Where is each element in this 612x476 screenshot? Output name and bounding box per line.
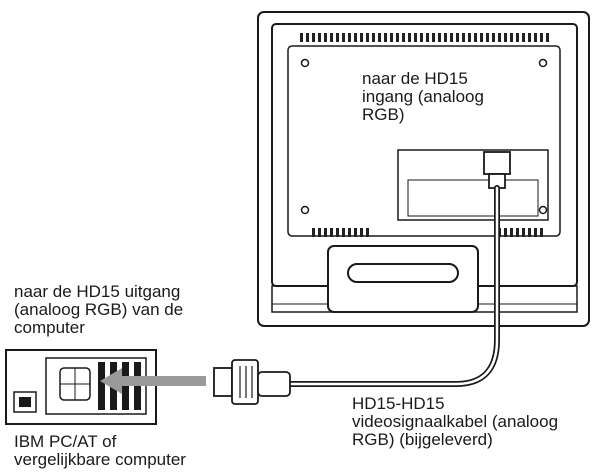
screw-bottom-right	[538, 205, 548, 215]
monitor-cable-connector	[483, 151, 511, 189]
cable-label: HD15-HD15 videosignaalkabel (analoog RGB…	[352, 394, 559, 449]
monitor-vents-top	[300, 33, 549, 42]
screw-top-right	[538, 58, 548, 68]
connector-panel	[397, 149, 549, 221]
monitor-back-panel	[287, 45, 561, 237]
screw-top-left	[300, 58, 310, 68]
stand-handle	[347, 263, 459, 283]
computer-output-label: naar de HD15 uitgang (analoog RGB) van d…	[14, 282, 184, 337]
screw-bottom-left	[300, 205, 310, 215]
connection-arrow	[100, 368, 206, 394]
monitor-rear	[257, 11, 590, 327]
computer-cable-connector	[213, 359, 291, 405]
monitor-input-label: naar de HD15 ingang (analoog RGB)	[362, 69, 484, 124]
monitor-vents-bottom-left	[312, 228, 369, 237]
monitor-stand	[327, 245, 479, 313]
computer-label: IBM PC/AT of vergelijkbare computer	[14, 432, 186, 469]
video-cable-core	[288, 186, 499, 386]
computer	[5, 349, 157, 425]
connector-panel-inner	[407, 179, 539, 217]
